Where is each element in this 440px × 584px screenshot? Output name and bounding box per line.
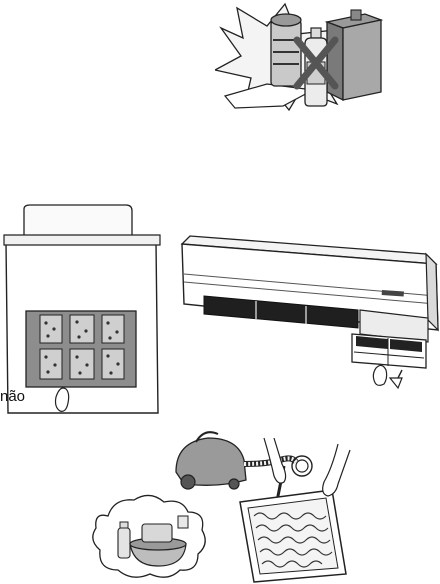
indoor-unit-filter-illustration [176, 232, 440, 392]
chemicals-prohibited-illustration [215, 0, 390, 112]
soap-bucket-icon [93, 495, 205, 577]
filter-icon [352, 334, 426, 368]
caption-fragment: não [0, 388, 25, 405]
hand-icon [373, 365, 386, 385]
arrow-down-icon [390, 370, 402, 388]
gas-cylinder-icon [271, 14, 301, 86]
hands-icon [264, 438, 350, 496]
filter-tray-icon [4, 205, 160, 413]
air-conditioner-unit-icon [182, 236, 438, 342]
filter-removal-tray-illustration [0, 203, 165, 415]
filter-icon [240, 490, 346, 582]
filter-cleaning-illustration [88, 424, 360, 584]
